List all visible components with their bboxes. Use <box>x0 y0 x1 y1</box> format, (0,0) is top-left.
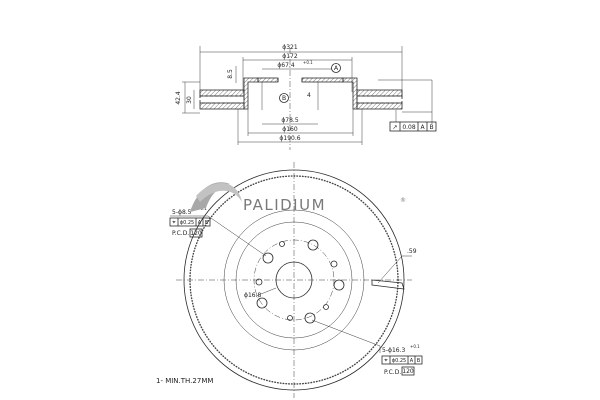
datum-a-bubble <box>331 63 341 73</box>
section-view: ϕ321 ϕ172 ϕ67.4 +0.1 A 8.5 <box>175 44 437 150</box>
logo-swoosh-icon <box>190 182 230 212</box>
tol-value: 0.08 <box>402 124 416 131</box>
dim-diameter-160: ϕ160 <box>282 126 298 133</box>
pos-datum2-right: B <box>417 358 421 364</box>
locating-hole <box>323 304 329 310</box>
locating-hole <box>279 241 285 247</box>
bolt-holes <box>256 239 345 324</box>
pcd-value-left: 120 <box>190 230 202 237</box>
datum-b-bubble <box>279 93 289 103</box>
hole-callout-right-leader <box>311 319 381 347</box>
bolt-hole <box>256 297 268 309</box>
pcd-label-right: P.C.D. <box>384 369 401 376</box>
pcd-box-right <box>401 366 415 376</box>
inner-label: 4 <box>307 92 311 99</box>
datum-a-label: A <box>334 65 339 72</box>
pos-datum-left: A <box>198 220 202 226</box>
position-tolerance-frame-left: ⌖ ϕ0.25 A B <box>169 217 211 227</box>
runout-tolerance-frame: ↗ 0.08 A B <box>389 121 437 132</box>
dim-height-424: 42.4 <box>175 91 182 105</box>
hole-callout-left-leader <box>207 215 267 257</box>
locating-holes <box>255 241 338 321</box>
tol-datum-b: B <box>429 124 433 131</box>
disc-left-plate-top <box>199 89 245 97</box>
locating-hole <box>255 278 263 286</box>
dim-outer-diameter: ϕ321 <box>282 44 298 51</box>
front-view: .59 ϕ16.8 5-ϕ8.5 +0.1 ⌖ ϕ0.25 A B P.C.D.… <box>169 162 423 398</box>
hat-top-right <box>301 77 344 83</box>
slot-leader <box>377 255 403 284</box>
dim-center-bore-tol: +0.1 <box>303 60 313 65</box>
pos-symbol-left: ⌖ <box>172 219 176 226</box>
dim-diameter-785: ϕ78.5 <box>281 117 299 124</box>
hat-right-wall <box>342 77 358 110</box>
disc-right-vent <box>356 95 403 104</box>
disc-right-plate-top <box>356 89 403 97</box>
dim-diameter-172: ϕ172 <box>282 53 298 60</box>
pos-datum-right: A <box>410 358 414 364</box>
bolt-hole <box>333 279 345 291</box>
logo-wave-icon <box>196 183 242 202</box>
pos-datum2-left: B <box>205 220 209 226</box>
brand-registered-mark: ® <box>400 197 406 204</box>
pcd-value-right: 120 <box>402 368 414 375</box>
datum-b-label: B <box>282 95 286 102</box>
pos-value-right: ϕ0.25 <box>392 358 406 364</box>
dim-slot-width: .59 <box>407 248 417 255</box>
disc-right-plate-bottom <box>356 102 403 110</box>
min-thickness-note: 1- MIN.TH.27MM <box>156 377 213 385</box>
dim-diameter-1906: ϕ190.6 <box>279 135 300 142</box>
hole-callout-left-count: 5-ϕ8.5 <box>172 209 192 216</box>
disc-left-plate-bottom <box>199 102 245 110</box>
locating-hole <box>330 260 338 268</box>
locating-hole <box>287 315 293 321</box>
pos-symbol-right: ⌖ <box>384 357 388 364</box>
pcd-label-left: P.C.D. <box>172 230 189 237</box>
center-bore-leader <box>255 287 277 297</box>
hole-callout-right-tol: +0.1 <box>410 344 420 349</box>
dim-offset-85: 8.5 <box>227 69 234 79</box>
dim-center-bore-top: ϕ67.4 <box>277 62 295 69</box>
dim-center-bore: ϕ16.8 <box>244 292 262 299</box>
hat-left-wall <box>243 77 259 110</box>
position-tolerance-frame-right: ⌖ ϕ0.25 A B <box>381 355 423 365</box>
bolt-hole <box>304 312 316 324</box>
bolt-hole <box>262 252 274 264</box>
brand-logo: PALIDIUM ® <box>190 182 406 214</box>
disc-left-vent <box>199 95 245 104</box>
hat-top-left <box>257 77 279 83</box>
brand-name: PALIDIUM <box>243 196 326 214</box>
tol-datum-a: A <box>420 124 425 131</box>
hole-callout-right-count: 5-ϕ16.3 <box>382 347 405 354</box>
pcd-box-left <box>189 228 203 238</box>
wear-slot <box>371 279 405 290</box>
dim-thickness-30: 30 <box>186 96 193 104</box>
pos-value-left: ϕ0.25 <box>180 220 194 226</box>
tol-symbol: ↗ <box>392 124 397 131</box>
bolt-hole <box>307 239 319 251</box>
